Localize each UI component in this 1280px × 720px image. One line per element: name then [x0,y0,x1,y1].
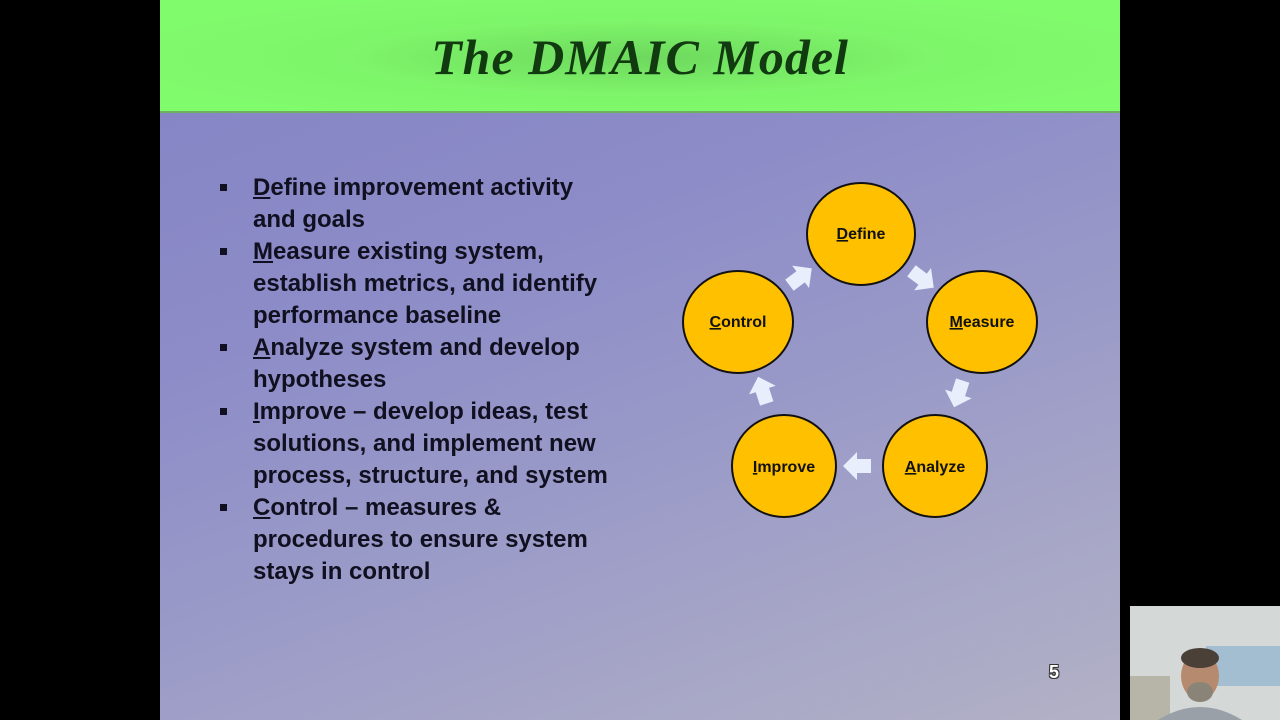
bullet-measure: Measure existing system, establish metri… [218,236,618,332]
svg-text:Measure: Measure [950,314,1015,331]
presenter-webcam-thumbnail [1130,606,1280,720]
cycle-node-analyze: Analyze [882,414,988,518]
svg-text:Define: Define [837,226,886,243]
svg-text:Analyze: Analyze [905,459,966,476]
presenter-video-icon [1130,606,1280,720]
cycle-node-measure: Measure [926,270,1038,374]
bullet-improve: Improve – develop ideas, test solutions,… [218,396,618,492]
slide-title: The DMAIC Model [431,29,849,85]
bullet-marker [220,184,227,191]
svg-text:Improve: Improve [753,459,815,476]
arrow-analyze-improve-icon [843,452,871,480]
bullet-marker [220,504,227,511]
cycle-node-define: Define [806,182,916,286]
bullet-analyze: Analyze system and develop hypotheses [218,332,618,396]
dmaic-cycle-diagram: Define Measure Analyze Improve Control [682,182,1038,518]
slide-page-number: 5 [1049,662,1060,682]
slide: The DMAIC Model Define improvement activ… [160,0,1120,720]
arrow-control-define-icon [780,257,821,297]
cycle-node-control: Control [682,270,794,374]
bullet-marker [220,344,227,351]
arrow-measure-analyze-icon [940,376,977,412]
title-bar: The DMAIC Model [160,0,1120,113]
bullet-control: Control – measures & procedures to ensur… [218,492,618,588]
bullet-marker [220,248,227,255]
svg-text:Control: Control [710,314,767,331]
arrow-improve-control-icon [744,372,781,408]
cycle-node-improve: Improve [731,414,837,518]
bullet-list: Define improvement activity and goals Me… [218,172,618,588]
bullet-define: Define improvement activity and goals [218,172,618,236]
bullet-marker [220,408,227,415]
